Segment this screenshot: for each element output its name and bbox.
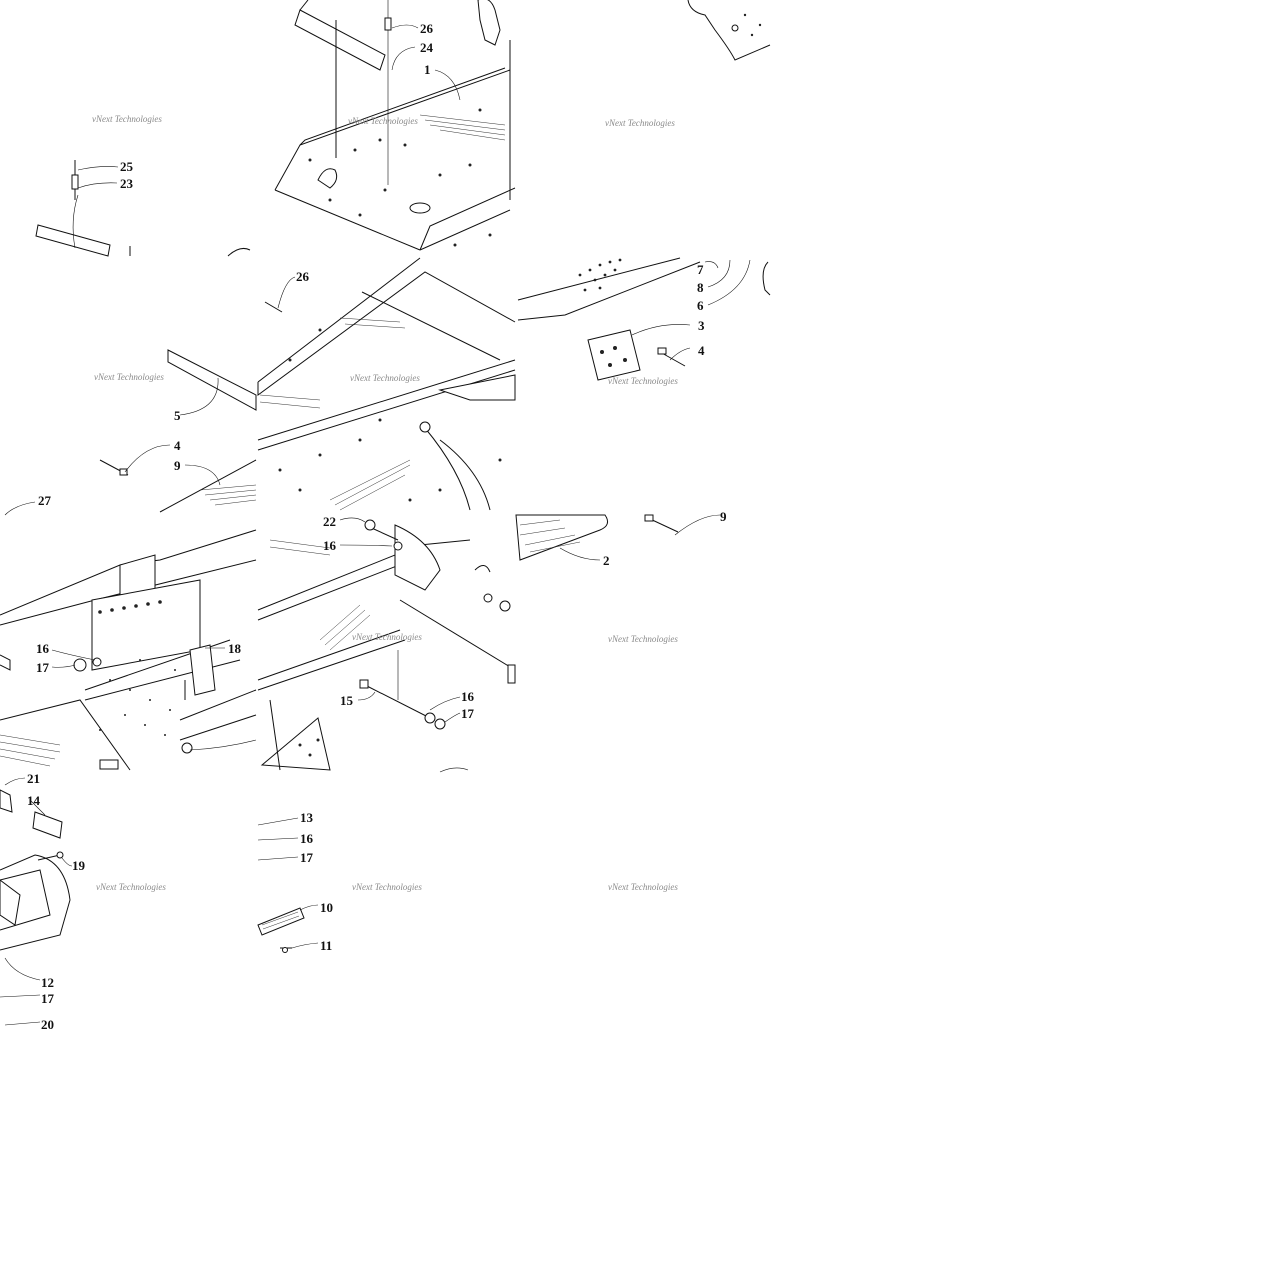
callout-17: 17 [41,991,55,1006]
tile-lower-right: vNext Technologies [515,514,721,644]
callout-27: 27 [38,493,52,508]
callout-22: 22 [323,514,336,529]
tile-mid-right: vNext Technologies [517,257,771,386]
callout-26: 26 [420,21,434,36]
callout-16: 16 [36,641,50,656]
watermark: vNext Technologies [96,882,166,892]
tile-mid-left: vNext Technologies [94,349,257,513]
watermark: vNext Technologies [350,373,420,383]
callout-3: 3 [698,318,705,333]
watermark: vNext Technologies [92,114,162,124]
svg-text:vNext Technologies: vNext Technologies [348,116,418,126]
tile-bottom-right: vNext Technologies [608,882,678,892]
watermark: vNext Technologies [94,372,164,382]
callout-9: 9 [720,509,727,524]
svg-text:vNext Technologies: vNext Technologies [608,376,678,386]
tile-lower-left [0,501,257,771]
tile-top-right: vNext Technologies [605,0,771,128]
callout-9: 9 [174,458,181,473]
callout-4: 4 [174,438,181,453]
callout-17: 17 [461,706,475,721]
watermark: vNext Technologies [352,632,422,642]
tile-bottom-center: vNext Technologies [257,817,422,953]
tile-top-center: vNext Technologies [274,0,516,251]
callout-15: 15 [340,693,354,708]
callout-16: 16 [461,689,475,704]
callout-labels: 26 24 1 25 23 26 7 8 6 3 4 5 4 9 27 16 1… [27,21,727,1032]
tile-bottom-left: vNext Technologies [0,777,166,1026]
svg-text:vNext Technologies: vNext Technologies [94,372,164,382]
svg-text:vNext Technologies: vNext Technologies [608,882,678,892]
svg-text:vNext Technologies: vNext Technologies [96,882,166,892]
callout-26: 26 [296,269,310,284]
svg-text:vNext Technologies: vNext Technologies [92,114,162,124]
callout-5: 5 [174,408,181,423]
callout-2: 2 [603,553,610,568]
callout-23: 23 [120,176,134,191]
callout-16: 16 [323,538,337,553]
callout-12: 12 [41,975,54,990]
watermark: vNext Technologies [348,116,418,126]
callout-17: 17 [300,850,314,865]
svg-text:vNext Technologies: vNext Technologies [605,118,675,128]
callout-10: 10 [320,900,333,915]
svg-text:vNext Technologies: vNext Technologies [350,373,420,383]
watermark: vNext Technologies [608,634,678,644]
callout-21: 21 [27,771,40,786]
tile-mid-center: vNext Technologies [257,257,516,511]
callout-13: 13 [300,810,314,825]
callout-14: 14 [27,793,41,808]
svg-text:vNext Technologies: vNext Technologies [352,632,422,642]
callout-18: 18 [228,641,242,656]
svg-text:vNext Technologies: vNext Technologies [352,882,422,892]
watermark: vNext Technologies [608,882,678,892]
svg-text:vNext Technologies: vNext Technologies [608,634,678,644]
callout-19: 19 [72,858,86,873]
callout-6: 6 [697,298,704,313]
callout-25: 25 [120,159,134,174]
watermark: vNext Technologies [608,376,678,386]
watermark: vNext Technologies [605,118,675,128]
callout-8: 8 [697,280,704,295]
tile-lower-center: vNext Technologies [257,517,516,773]
callout-16: 16 [300,831,314,846]
watermark: vNext Technologies [352,882,422,892]
callout-20: 20 [41,1017,54,1032]
callout-11: 11 [320,938,332,953]
callout-24: 24 [420,40,434,55]
callout-7: 7 [697,262,704,277]
callout-1: 1 [424,62,431,77]
callout-17: 17 [36,660,50,675]
callout-4: 4 [698,343,705,358]
tile-top-left: vNext Technologies [35,114,251,257]
